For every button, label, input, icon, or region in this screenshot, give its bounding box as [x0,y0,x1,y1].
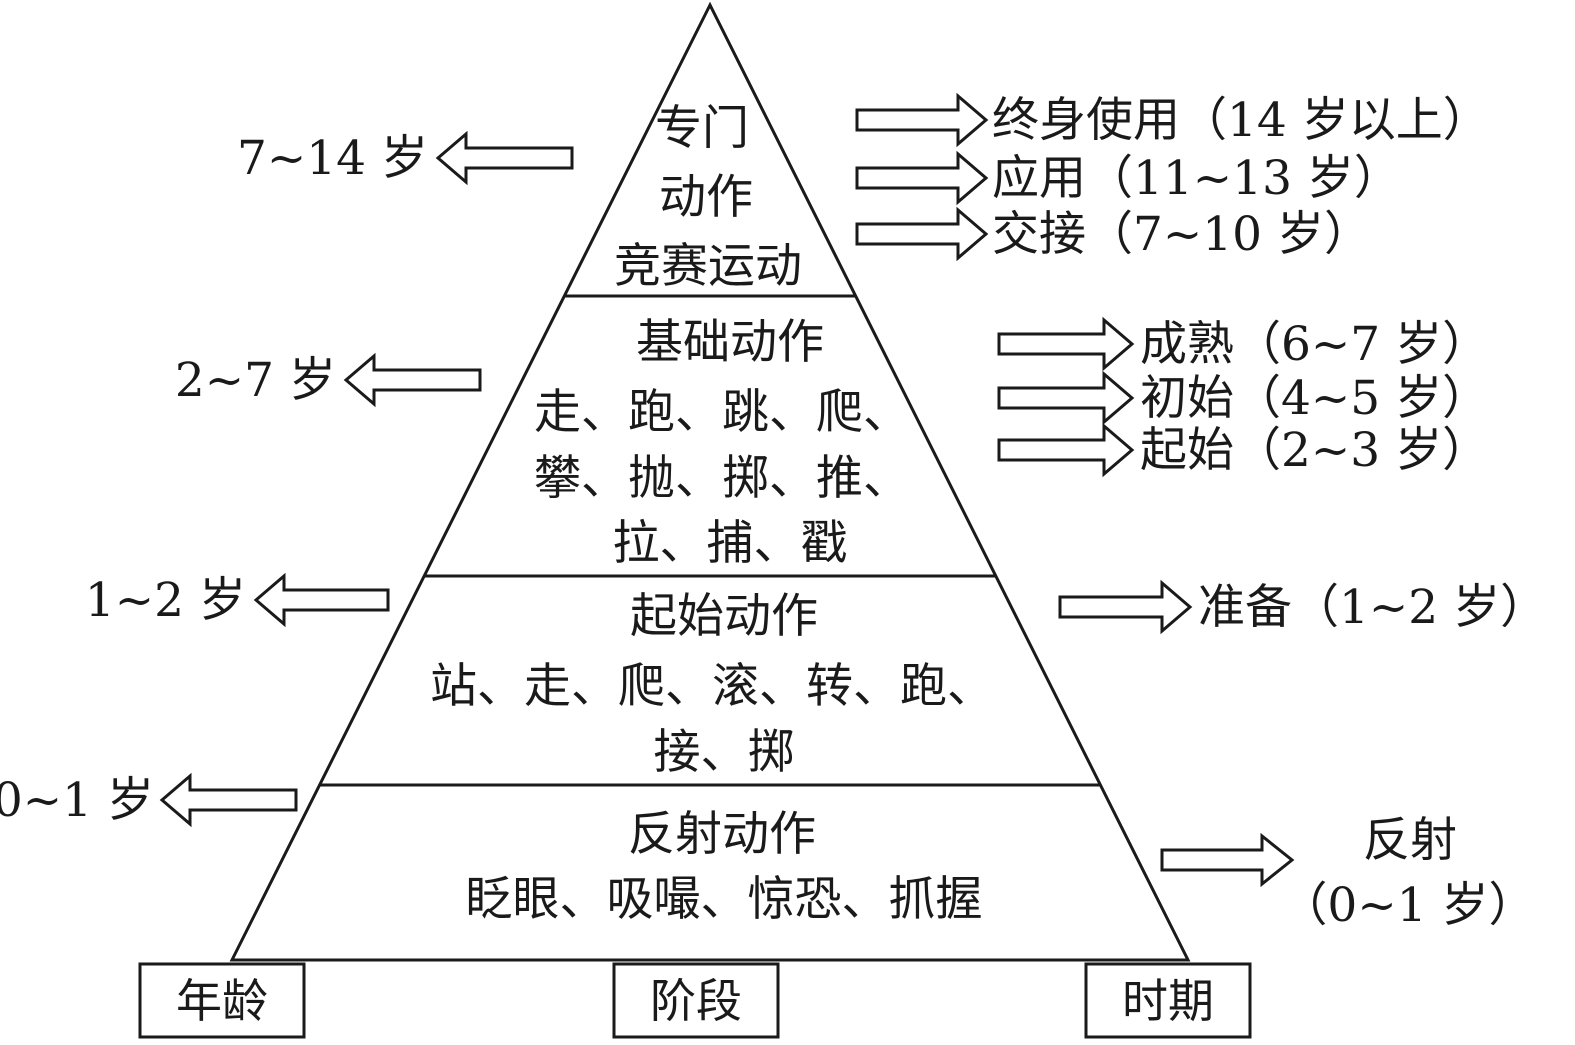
period-footer-box [1084,962,1252,1039]
stage-reflex-age-label: （0~1 岁） [1280,878,1535,933]
level-reflexive-line-1: 眨眼、吸嘬、惊恐、抓握 [466,872,983,927]
stage-footer-box [612,962,780,1039]
level-specialized-line-2: 动作 [659,170,753,225]
level-fundamental-line-1: 走、跑、跳、爬、 [534,385,910,440]
level-fundamental-line-2: 攀、抛、掷、推、 [534,451,910,506]
stage-elementary-label: 初始（4~5 岁） [1140,371,1489,426]
right-arrow-icon [1160,832,1295,888]
age-label-specialized: 7~14 岁 [237,131,428,186]
level-reflexive-title: 反射动作 [628,807,816,862]
pyramid-level-specialized: 专门 动作 竞赛运动 [614,101,802,294]
age-label-reflexive: 0~1 岁 [0,773,154,828]
level-rudimentary-title: 起始动作 [630,589,818,644]
pyramid-outline [229,1,1191,962]
level-rudimentary-line-2: 接、掷 [654,725,795,780]
age-labels: 7~14 岁 2~7 岁 1~2 岁 0~1 岁 [0,130,574,828]
pyramid-level-rudimentary: 起始动作 站、走、爬、滚、转、跑、 接、掷 [430,589,994,780]
level-fundamental-title: 基础动作 [636,315,824,370]
level-specialized-line-3: 竞赛运动 [614,239,802,294]
stage-reflex-label: 反射 [1363,813,1457,868]
stage-labels: 终身使用（14 岁以上） 应用（11~13 岁） 交接（7~10 岁） 成熟（6… [855,92,1547,933]
left-arrow-icon [253,572,390,628]
right-arrow-icon [997,422,1135,478]
right-arrow-icon [855,150,989,206]
stage-preparation-label: 准备（1~2 岁） [1198,580,1547,635]
stage-transition-label: 交接（7~10 岁） [992,207,1371,262]
age-label-fundamental: 2~7 岁 [175,353,336,408]
right-arrow-icon [997,370,1135,426]
stage-mature-label: 成熟（6~7 岁） [1140,317,1489,372]
left-arrow-icon [343,352,482,408]
right-arrow-icon [855,206,989,262]
age-footer-box [138,962,306,1039]
stage-application-label: 应用（11~13 岁） [992,151,1401,206]
pyramid-level-reflexive: 反射动作 眨眼、吸嘬、惊恐、抓握 [466,807,983,927]
age-label-rudimentary: 1~2 岁 [85,573,246,628]
right-arrow-icon [855,92,989,148]
level-rudimentary-line-1: 站、走、爬、滚、转、跑、 [430,659,994,714]
stage-lifelong-label: 终身使用（14 岁以上） [992,93,1490,148]
period-footer-label: 时期 [1122,974,1214,1028]
stage-footer-label: 阶段 [650,974,742,1028]
pyramid-level-fundamental: 基础动作 走、跑、跳、爬、 攀、抛、掷、推、 拉、捕、戳 [534,315,910,571]
age-footer-label: 年龄 [176,974,268,1028]
stage-initial-label: 起始（2~3 岁） [1140,423,1489,478]
level-fundamental-line-3: 拉、捕、戳 [613,516,848,571]
right-arrow-icon [997,316,1135,372]
footer-labels: 年龄 阶段 时期 [138,962,1252,1039]
right-arrow-icon [1058,579,1193,635]
level-specialized-line-1: 专门 [655,101,749,156]
left-arrow-icon [159,772,298,828]
left-arrow-icon [435,130,574,186]
